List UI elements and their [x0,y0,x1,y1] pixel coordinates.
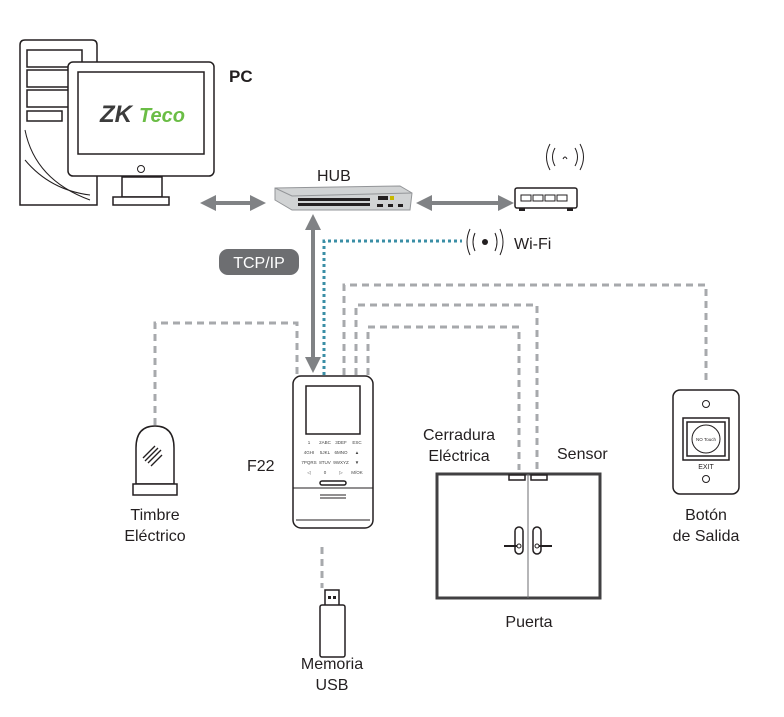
keypad-key: ESC [352,440,362,445]
bell-label-line1: Timbre [130,507,179,524]
keypad-key: 5JKL [320,450,331,455]
door-label: Puerta [505,614,552,631]
keypad-key: 7PQRS [301,460,316,465]
exit-text: EXIT [698,464,714,471]
zkteco-logo: ZK [99,101,134,128]
hub-label: HUB [317,168,351,185]
electric-lock-icon [508,474,526,481]
keypad-key: M/OK [351,470,363,475]
keypad-key: 2ABC [319,440,332,445]
door-sensor-icon [530,474,548,481]
usb-label-line2: USB [316,677,349,694]
wifi-signal-icon [466,228,504,256]
no-touch-text: NO Touch [696,437,716,442]
keypad-key: 4GHI [304,450,315,455]
exit-button-wire [342,283,708,385]
lock-label-line1: Cerradura [423,427,495,444]
keypad-key: ▲ [355,450,359,455]
keypad-key: 3DEF [335,440,347,445]
wifi-label: Wi-Fi [514,236,551,253]
keypad-key: 8TUV [319,460,331,465]
bell-wire [153,321,299,425]
keypad-key: ◁ [307,470,311,475]
keypad-key: ▷ [339,470,343,475]
sensor-wire [354,303,539,470]
tcpip-badge [219,249,299,275]
usb-label-line1: Memoria [301,656,363,673]
sensor-label: Sensor [557,446,608,463]
electric-bell-icon [132,425,178,496]
hub-switch [274,185,413,211]
bell-label-line2: Eléctrico [124,528,185,545]
door-icon [435,472,602,600]
zkteco-logo-teco: Teco [139,105,185,127]
exit-label-line2: de Salida [673,528,740,545]
lock-label-line2: Eléctrica [428,448,489,465]
lock-wire [366,325,521,470]
usb-drive-icon [319,589,346,658]
exit-button-icon: NO Touch EXIT [672,389,740,495]
keypad-key: ▼ [355,460,359,465]
tcpip-label: TCP/IP [233,255,285,272]
pc-label: PC [229,67,253,86]
keypad-key: 9WXYZ [333,460,349,465]
exit-label-line1: Botón [685,507,727,524]
keypad-key: 6MNO [334,450,348,455]
keypad-key: 0 [324,470,327,475]
device-label: F22 [247,458,275,475]
pc-monitor: ZK Teco [67,61,215,206]
router-signal-icon [546,143,584,171]
wifi-link [322,239,462,375]
wifi-router [514,187,578,211]
keypad-key: 1 [308,440,311,445]
